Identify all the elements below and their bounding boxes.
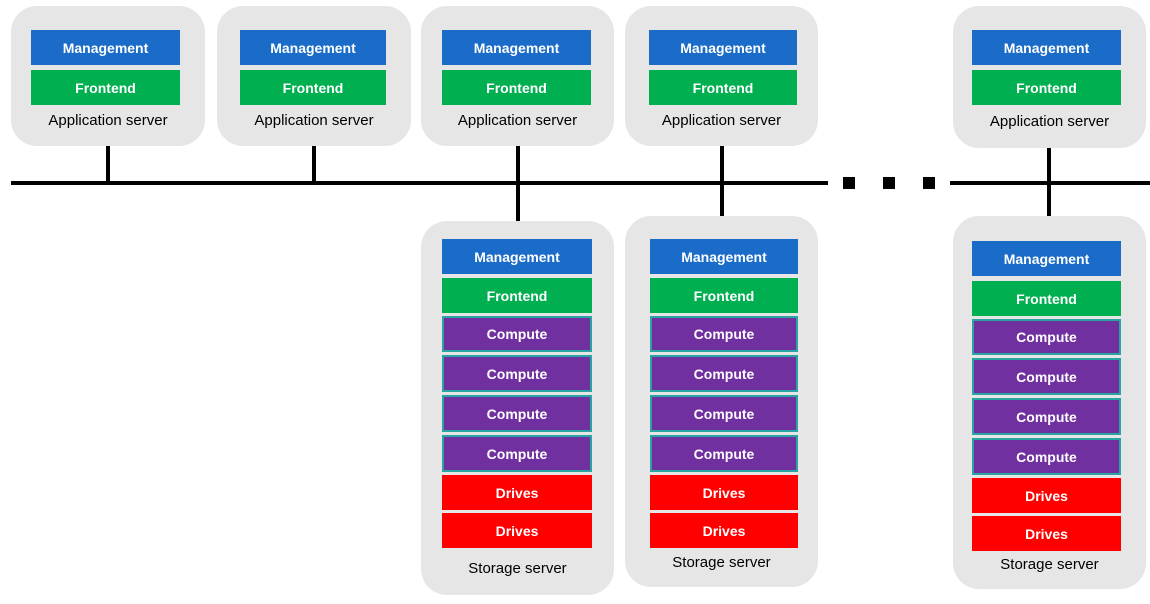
frontend-block: Frontend — [649, 70, 797, 105]
compute-block: Compute — [442, 316, 592, 352]
connector-line — [516, 146, 520, 221]
network-bus-left — [11, 181, 828, 185]
management-block: Management — [442, 30, 591, 65]
frontend-block: Frontend — [972, 281, 1121, 316]
management-block: Management — [972, 30, 1121, 65]
drives-block: Drives — [972, 516, 1121, 551]
management-block: Management — [31, 30, 180, 65]
frontend-block: Frontend — [442, 70, 591, 105]
server-label: Application server — [661, 112, 782, 129]
frontend-block: Frontend — [240, 70, 386, 105]
ellipsis-dot — [883, 177, 895, 189]
ellipsis-dot — [923, 177, 935, 189]
connector-line — [1047, 148, 1051, 216]
compute-block: Compute — [650, 395, 798, 432]
server-label: Storage server — [672, 554, 771, 571]
connector-line — [720, 146, 724, 216]
drives-block: Drives — [972, 478, 1121, 513]
compute-block: Compute — [442, 435, 592, 472]
drives-block: Drives — [650, 475, 798, 510]
storage-server: Management Frontend Compute Compute Comp… — [953, 216, 1146, 589]
frontend-block: Frontend — [31, 70, 180, 105]
compute-block: Compute — [442, 355, 592, 392]
application-server: Management Frontend Application server — [953, 6, 1146, 148]
frontend-block: Frontend — [972, 70, 1121, 105]
server-label: Application server — [989, 113, 1110, 130]
application-server: Management Frontend Application server — [11, 6, 205, 146]
management-block: Management — [442, 239, 592, 274]
compute-block: Compute — [972, 438, 1121, 475]
frontend-block: Frontend — [650, 278, 798, 313]
compute-block: Compute — [650, 355, 798, 392]
storage-server: Management Frontend Compute Compute Comp… — [421, 221, 614, 595]
server-label: Storage server — [468, 560, 567, 577]
application-server: Management Frontend Application server — [625, 6, 818, 146]
application-server: Management Frontend Application server — [421, 6, 614, 146]
management-block: Management — [649, 30, 797, 65]
compute-block: Compute — [442, 395, 592, 432]
drives-block: Drives — [650, 513, 798, 548]
server-label: Application server — [48, 112, 168, 129]
connector-line — [106, 146, 110, 183]
server-label: Storage server — [1000, 556, 1099, 573]
compute-block: Compute — [972, 398, 1121, 435]
management-block: Management — [240, 30, 386, 65]
drives-block: Drives — [442, 513, 592, 548]
management-block: Management — [650, 239, 798, 274]
server-label: Application server — [254, 112, 374, 129]
management-block: Management — [972, 241, 1121, 276]
compute-block: Compute — [972, 319, 1121, 355]
compute-block: Compute — [650, 435, 798, 472]
drives-block: Drives — [442, 475, 592, 510]
compute-block: Compute — [972, 358, 1121, 395]
storage-server: Management Frontend Compute Compute Comp… — [625, 216, 818, 587]
server-label: Application server — [457, 112, 578, 129]
compute-block: Compute — [650, 316, 798, 352]
application-server: Management Frontend Application server — [217, 6, 411, 146]
connector-line — [312, 146, 316, 183]
ellipsis-dot — [843, 177, 855, 189]
frontend-block: Frontend — [442, 278, 592, 313]
